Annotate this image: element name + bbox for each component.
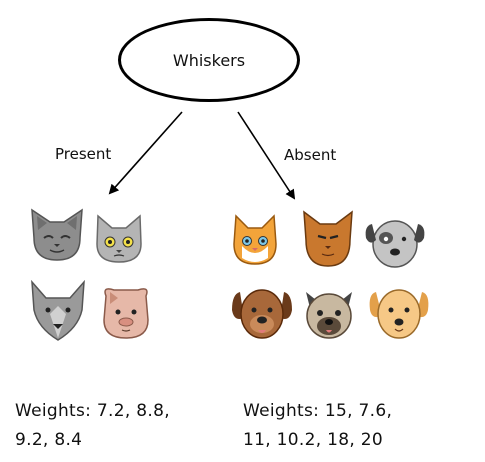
weights-present-line1: Weights: 7.2, 8.8, [15, 401, 170, 421]
weights-absent: Weights: 15, 7.6, 11, 10.2, 18, 20 [243, 397, 392, 455]
edge-present [108, 111, 183, 195]
brown-dog-icon [232, 289, 292, 339]
pink-pig-icon [103, 288, 149, 339]
root-node: Whiskers [118, 18, 300, 102]
weights-present: Weights: 7.2, 8.8, 9.2, 8.4 [15, 397, 170, 455]
pug-icon [306, 292, 352, 339]
weights-present-line2: 9.2, 8.4 [15, 430, 83, 450]
orange-cat-icon [303, 210, 353, 267]
gray-kitten-icon [96, 214, 142, 263]
edge-absent [237, 111, 296, 200]
root-label: Whiskers [172, 50, 246, 70]
weights-absent-line1: Weights: 15, 7.6, [243, 401, 393, 421]
gray-dog-icon [365, 220, 425, 268]
gray-wolf-icon [31, 280, 85, 341]
gray-cat-icon [31, 208, 83, 261]
tan-dog-icon [369, 289, 429, 339]
weights-absent-line2: 11, 10.2, 18, 20 [243, 430, 383, 450]
orange-kitten-icon [233, 214, 277, 265]
branch-label-present: Present [55, 145, 112, 163]
branch-label-absent: Absent [284, 146, 337, 164]
